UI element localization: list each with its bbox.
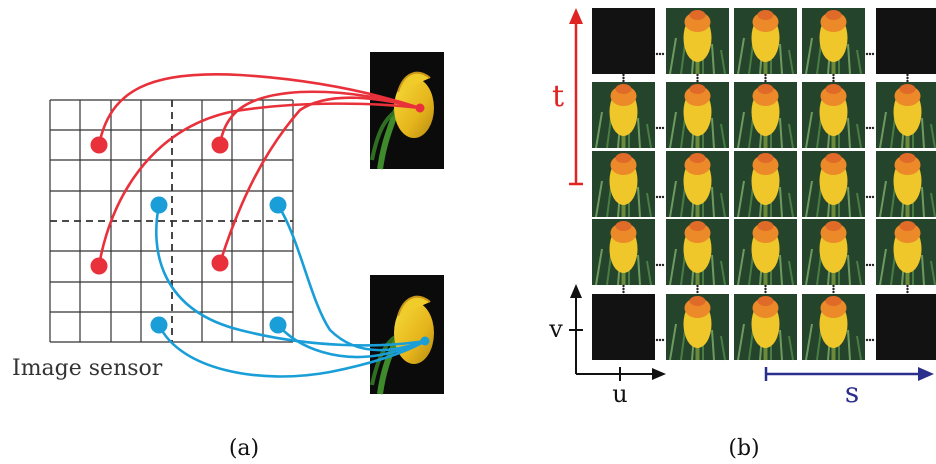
ellipsis-dots <box>696 284 699 294</box>
red-rays <box>97 73 421 267</box>
view-flower <box>734 8 797 75</box>
view-flower <box>666 219 729 286</box>
view-flower <box>734 219 797 286</box>
red-dot <box>211 254 229 272</box>
ellipsis-dots <box>622 284 625 294</box>
ellipsis-dots <box>655 52 665 56</box>
s-axis-label: s <box>845 376 859 409</box>
view-flower <box>802 8 865 75</box>
view-black <box>876 8 936 74</box>
ellipsis-dots <box>655 195 665 199</box>
blue-rays <box>155 204 426 378</box>
blue-dot <box>150 196 168 214</box>
ellipsis-dots <box>655 263 665 267</box>
t-axis-label: t <box>552 79 564 114</box>
view-flower <box>876 82 936 149</box>
view-flower <box>802 82 865 149</box>
light-field-view-grid <box>592 8 936 361</box>
tulip-image-bottom <box>370 275 444 395</box>
view-flower <box>734 151 797 218</box>
view-black <box>592 8 655 74</box>
ellipsis-dots <box>865 263 875 267</box>
view-flower <box>734 294 797 361</box>
sensor-dots <box>90 136 287 334</box>
ellipsis-dots <box>655 338 665 342</box>
s-axis: s <box>764 367 934 409</box>
caption-b: (b) <box>728 436 759 461</box>
ellipsis-dots <box>655 126 665 130</box>
ellipsis-dots <box>696 73 699 83</box>
ellipsis-dots <box>906 284 909 294</box>
view-flower <box>666 82 729 149</box>
view-flower <box>802 294 865 361</box>
image-sensor-label: Image sensor <box>12 356 163 381</box>
panel-a: Image sensor (a) <box>12 52 444 461</box>
tulip-image-top <box>370 52 444 170</box>
red-dot <box>90 136 108 154</box>
u-axis-label: u <box>612 380 627 408</box>
ellipsis-dots <box>865 195 875 199</box>
view-flower <box>592 151 655 218</box>
view-flower <box>876 219 936 286</box>
view-flower <box>592 219 655 286</box>
ellipsis-dots <box>764 284 767 294</box>
uv-axes: v u <box>548 284 666 408</box>
v-axis-label: v <box>548 315 563 343</box>
caption-a: (a) <box>229 436 259 461</box>
ellipsis-dots <box>764 73 767 83</box>
blue-dot <box>150 316 168 334</box>
ellipsis-dots <box>832 284 835 294</box>
t-axis: t <box>552 8 583 186</box>
view-flower <box>734 82 797 149</box>
blue-dot <box>269 196 287 214</box>
ellipsis-dots <box>865 52 875 56</box>
panel-b: t s v u (b) <box>548 8 936 461</box>
ellipsis-dots <box>622 73 625 83</box>
view-flower <box>666 8 729 75</box>
blue-dot <box>269 316 287 334</box>
ellipsis-dots <box>832 73 835 83</box>
view-flower <box>876 151 936 218</box>
ellipsis-dots <box>865 338 875 342</box>
red-dot <box>211 136 229 154</box>
view-flower <box>592 82 655 149</box>
ellipsis-dots <box>906 73 909 83</box>
view-flower <box>666 151 729 218</box>
view-black <box>876 294 936 360</box>
red-dot <box>90 257 108 275</box>
view-flower <box>802 219 865 286</box>
view-black <box>592 294 655 360</box>
view-flower <box>802 151 865 218</box>
view-flower <box>666 294 729 361</box>
image-sensor-grid <box>49 99 294 343</box>
ellipsis-dots <box>865 126 875 130</box>
